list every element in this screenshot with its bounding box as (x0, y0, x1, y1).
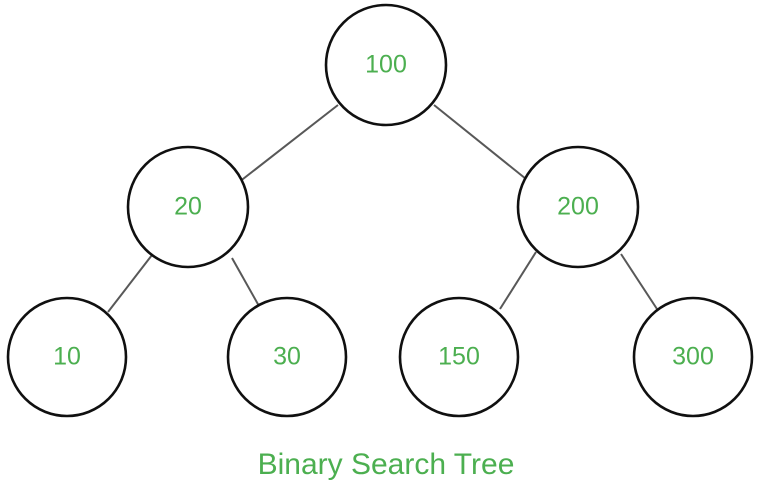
node-label-150: 150 (438, 343, 480, 371)
node-label-20: 20 (174, 193, 202, 221)
node-30[interactable]: 30 (226, 296, 348, 418)
node-150[interactable]: 150 (398, 296, 520, 418)
node-circle-10[interactable] (6, 296, 128, 418)
edge-200-to-300 (620, 253, 658, 310)
edge-root-to-200 (433, 104, 537, 188)
node-20[interactable]: 20 (126, 145, 250, 269)
node-circle-200[interactable] (516, 145, 640, 269)
edge-200-to-150 (499, 251, 537, 310)
edge-group (107, 104, 658, 313)
node-circle-300[interactable] (632, 296, 754, 418)
edge-20-to-10 (107, 254, 153, 313)
node-label-300: 300 (672, 343, 714, 371)
node-10[interactable]: 10 (6, 296, 128, 418)
node-circle-150[interactable] (398, 296, 520, 418)
node-label-root: 100 (365, 51, 407, 79)
node-circle-20[interactable] (126, 145, 250, 269)
node-label-200: 200 (557, 193, 599, 221)
node-circle-30[interactable] (226, 296, 348, 418)
node-label-30: 30 (273, 343, 301, 371)
node-200[interactable]: 200 (516, 145, 640, 269)
edge-20-to-30 (231, 257, 260, 307)
node-circle-root[interactable] (324, 3, 448, 127)
node-root[interactable]: 100 (324, 3, 448, 127)
edge-root-to-20 (233, 104, 339, 187)
node-300[interactable]: 300 (632, 296, 754, 418)
node-label-10: 10 (53, 343, 81, 371)
diagram-caption: Binary Search Tree (258, 448, 515, 481)
